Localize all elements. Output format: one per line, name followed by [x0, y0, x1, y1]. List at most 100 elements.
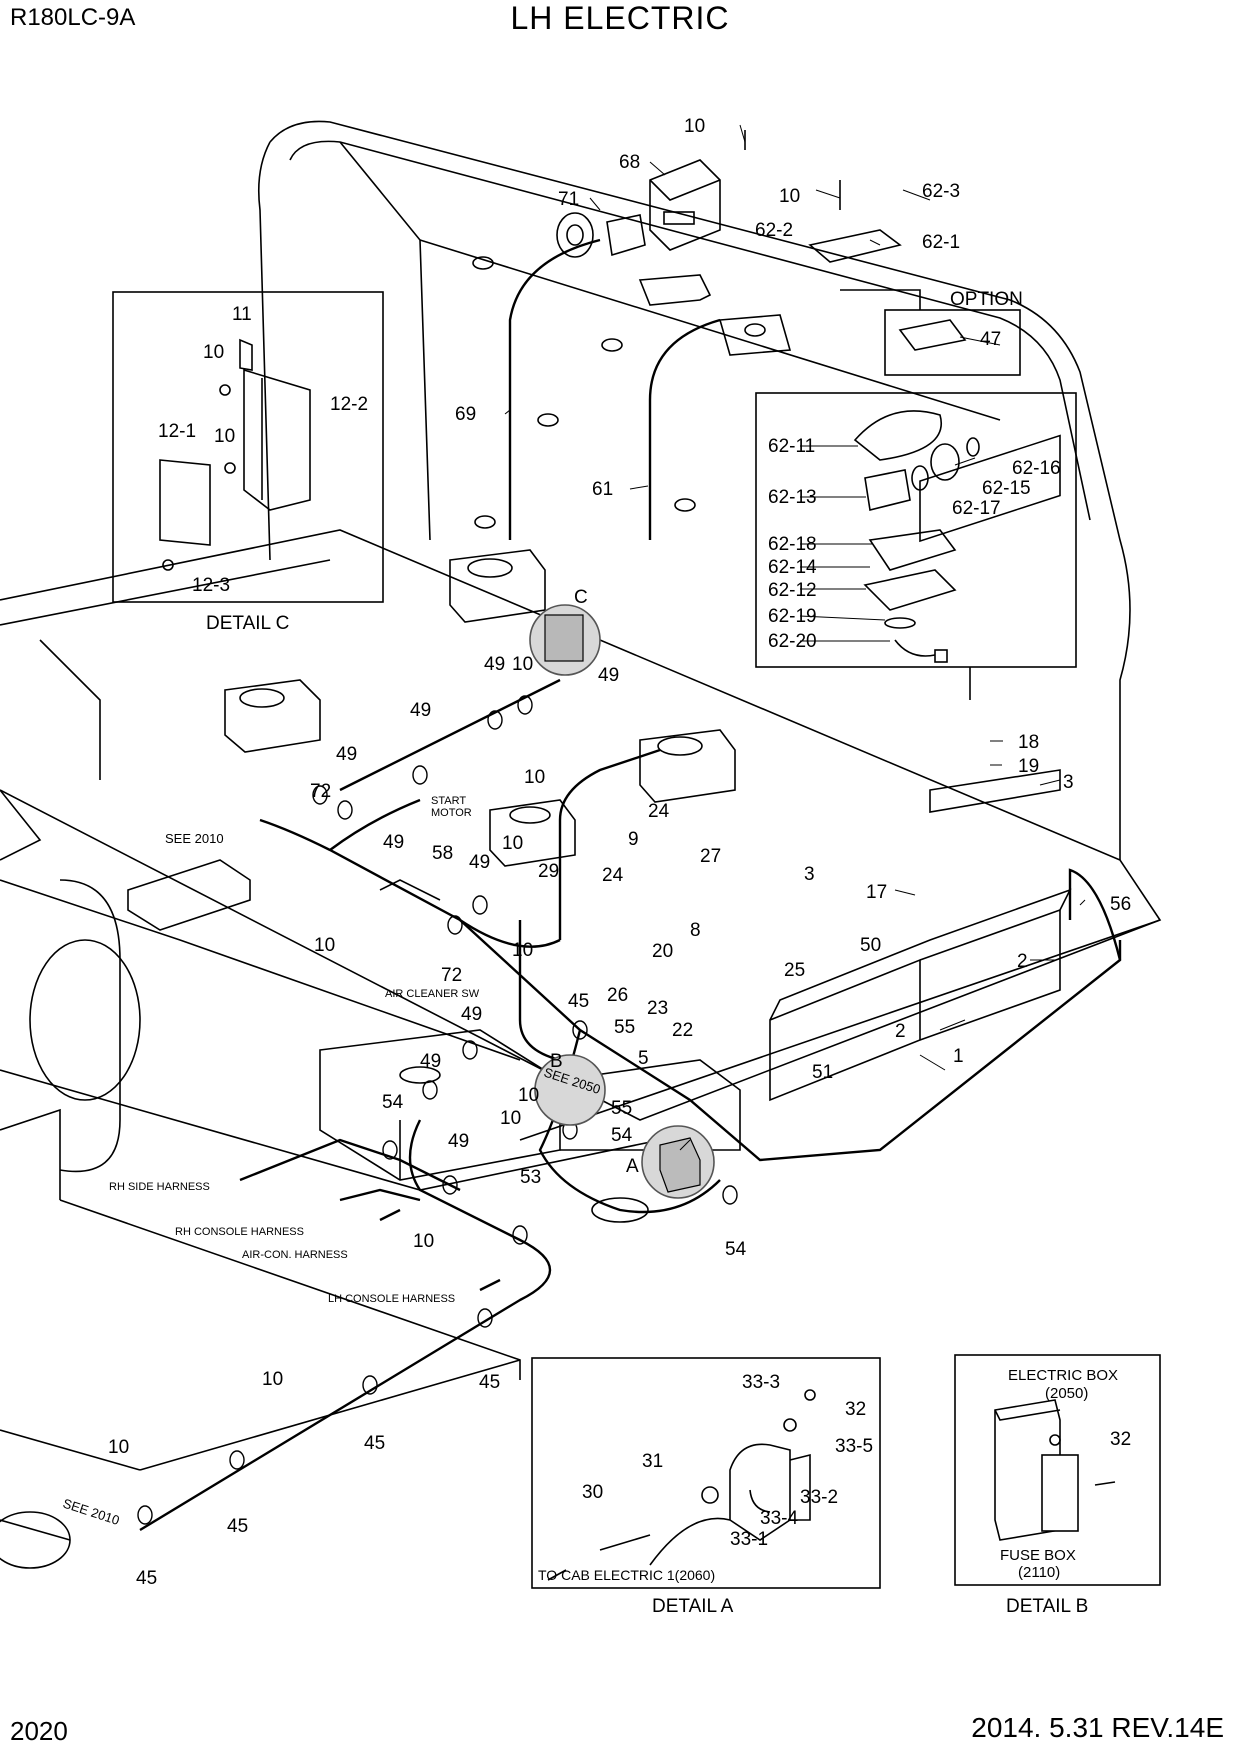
part-label: 62-16	[1012, 458, 1061, 479]
wire-harnesses	[139, 238, 1122, 1532]
rh-side-harness-note: RH SIDE HARNESS	[109, 1181, 210, 1193]
part-label: 58	[432, 843, 453, 864]
part-label: 5	[638, 1048, 649, 1069]
part-label: 61	[592, 479, 613, 500]
part-label: 68	[619, 152, 640, 173]
detail-captions: DETAIL C DETAIL A DETAIL B C B A OPTION …	[206, 289, 1118, 1617]
page-number: 2020	[10, 1716, 68, 1746]
part-label: 10	[500, 1108, 521, 1129]
part-label: 3	[1063, 772, 1074, 793]
detail-a-box	[531, 1357, 881, 1589]
start-motor-note: MOTOR	[431, 807, 472, 819]
part-label: 49	[469, 852, 490, 873]
part-label: 33-1	[730, 1529, 768, 1550]
part-label: 51	[812, 1062, 833, 1083]
electric-box-label: ELECTRIC BOX	[1008, 1367, 1118, 1384]
part-label: 71	[558, 189, 579, 210]
part-label: 62-19	[768, 606, 817, 627]
part-label: 33-2	[800, 1487, 838, 1508]
part-label: 45	[568, 991, 589, 1012]
detail-a-marker: A	[626, 1156, 639, 1177]
part-label: 53	[520, 1167, 541, 1188]
part-label: 32	[1110, 1429, 1131, 1450]
part-label: 32	[845, 1399, 866, 1420]
leader-lines	[504, 124, 1086, 1151]
revision-date: 2014. 5.31 REV.14E	[971, 1712, 1224, 1743]
part-label: 10	[413, 1231, 434, 1252]
part-label: 20	[652, 941, 673, 962]
part-label: 72	[310, 781, 331, 802]
part-label: 2	[895, 1021, 906, 1042]
detail-c-caption: DETAIL C	[206, 613, 289, 634]
part-label: 12-2	[330, 394, 368, 415]
lh-console-harness-note: LH CONSOLE HARNESS	[328, 1293, 455, 1305]
model-number: R180LC-9A	[10, 4, 136, 31]
upper-frame-outline	[0, 529, 1162, 1569]
part-label: 25	[784, 960, 805, 981]
part-label: 33-3	[742, 1372, 780, 1393]
part-label: 29	[538, 861, 559, 882]
part-label: 33-5	[835, 1436, 873, 1457]
part-label: 62-2	[755, 220, 793, 241]
part-label: 26	[607, 985, 628, 1006]
part-label: 72	[441, 965, 462, 986]
part-label: 47	[980, 329, 1001, 350]
part-label: 50	[860, 935, 881, 956]
pegs	[472, 256, 696, 529]
part-label: 19	[1018, 756, 1039, 777]
part-label: 62-20	[768, 631, 817, 652]
part-label: 49	[410, 700, 431, 721]
bosses	[127, 549, 736, 931]
part-label: 62-11	[768, 436, 815, 457]
detail-62-box	[755, 392, 1077, 700]
see-2010-note: SEE 2010	[61, 1496, 121, 1528]
fuse-box-ref: (2110)	[1018, 1564, 1060, 1581]
part-label: 49	[336, 744, 357, 765]
part-label: 27	[700, 846, 721, 867]
part-label: 49	[420, 1051, 441, 1072]
part-label: 31	[642, 1451, 663, 1472]
part-label: 10	[314, 935, 335, 956]
part-label: 49	[448, 1131, 469, 1152]
part-label: 18	[1018, 732, 1039, 753]
part-label: 10	[512, 940, 533, 961]
option-label: OPTION	[950, 289, 1023, 310]
fuse-box-label: FUSE BOX	[1000, 1547, 1076, 1564]
top-hardware	[556, 130, 902, 356]
start-motor-note: START	[431, 795, 466, 807]
part-label: 45	[364, 1433, 385, 1454]
part-label: 62-14	[768, 557, 817, 578]
part-label: 24	[648, 801, 670, 822]
part-label: 49	[598, 665, 619, 686]
part-label: 24	[602, 865, 624, 886]
part-label: 8	[690, 920, 701, 941]
part-label: 49	[484, 654, 505, 675]
part-label: 9	[628, 829, 639, 850]
battery-boxes	[769, 434, 1072, 1102]
part-label: 49	[461, 1004, 482, 1025]
part-label: 56	[1110, 894, 1131, 915]
part-label: 10	[203, 342, 224, 363]
detail-highlights	[529, 604, 715, 1199]
part-label: 12-3	[192, 575, 230, 596]
harness-notes: START MOTOR AIR CLEANER SW SEE 2010 SEE …	[61, 795, 602, 1528]
part-label: 10	[779, 186, 800, 207]
part-label: 49	[383, 832, 404, 853]
electric-box-ref: (2050)	[1045, 1385, 1088, 1402]
part-label: 2	[1017, 951, 1028, 972]
part-label: 62-18	[768, 534, 817, 555]
detail-a-note: TO CAB ELECTRIC 1(2060)	[538, 1567, 715, 1583]
detail-b-marker: B	[550, 1051, 563, 1072]
part-label: 54	[382, 1092, 404, 1113]
part-label: 55	[614, 1017, 635, 1038]
part-label: 45	[136, 1568, 157, 1589]
rh-console-harness-note: RH CONSOLE HARNESS	[175, 1226, 304, 1238]
part-label: 62-12	[768, 580, 817, 601]
part-label: 54	[611, 1125, 633, 1146]
part-label: 69	[455, 404, 476, 425]
part-label: 12-1	[158, 421, 196, 442]
page-title: LH ELECTRIC	[510, 0, 730, 36]
part-label: 62-1	[922, 232, 960, 253]
part-label: 54	[725, 1239, 747, 1260]
